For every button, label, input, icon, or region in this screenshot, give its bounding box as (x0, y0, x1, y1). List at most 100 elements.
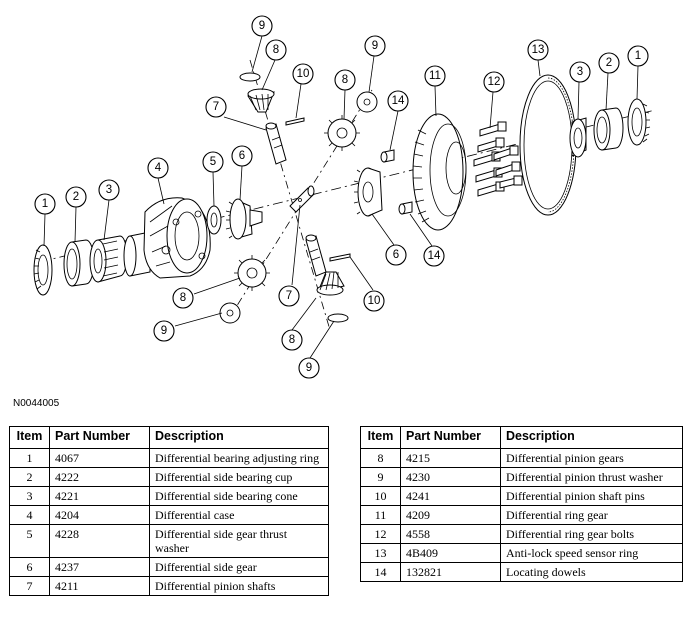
pinion-gear-left (234, 255, 270, 291)
callout-10-bottom: 10 (363, 290, 385, 312)
table-header-row: Item Part Number Description (360, 426, 683, 449)
locating-dowel-bottom (398, 201, 413, 215)
item-cell: 9 (360, 467, 401, 487)
svg-text:14: 14 (392, 95, 405, 107)
svg-text:8: 8 (273, 44, 279, 56)
item-cell: 12 (360, 524, 401, 544)
callout-9-top: 9 (251, 15, 273, 37)
bearing-cup-left (63, 239, 95, 287)
callout-9-left: 9 (153, 320, 175, 342)
part-number-cell: 4209 (400, 505, 501, 525)
table-header-row: Item Part Number Description (9, 426, 329, 449)
svg-text:3: 3 (577, 66, 583, 78)
description-cell: Differential side bearing cup (149, 467, 329, 487)
side-gear-left (225, 198, 263, 240)
callout-9-right: 9 (364, 35, 386, 57)
item-cell: 14 (360, 562, 401, 582)
item-cell: 5 (9, 524, 50, 558)
callout-8-bottom: 8 (281, 329, 303, 351)
description-cell: Differential side gear thrust washer (149, 524, 329, 558)
description-cell: Differential ring gear (500, 505, 683, 525)
svg-text:10: 10 (368, 295, 381, 307)
callout-2-right: 2 (598, 52, 620, 74)
speed-sensor-ring (519, 74, 577, 216)
svg-text:6: 6 (393, 249, 399, 261)
svg-text:8: 8 (342, 74, 348, 86)
svg-text:9: 9 (259, 20, 265, 32)
svg-text:9: 9 (372, 40, 378, 52)
svg-text:12: 12 (488, 76, 501, 88)
description-cell: Differential bearing adjusting ring (149, 448, 329, 468)
pinion-washer-right (356, 91, 378, 113)
part-number-cell: 132821 (400, 562, 501, 582)
item-cell: 10 (360, 486, 401, 506)
item-cell: 13 (360, 543, 401, 563)
svg-text:6: 6 (239, 150, 245, 162)
svg-text:2: 2 (606, 57, 612, 69)
svg-text:8: 8 (289, 334, 295, 346)
svg-text:4: 4 (155, 162, 162, 174)
part-number-cell: 4067 (49, 448, 150, 468)
svg-text:8: 8 (180, 292, 186, 304)
pinion-shaft-bottom (305, 234, 327, 277)
adjusting-ring-left (33, 244, 53, 296)
callout-5: 5 (202, 151, 224, 173)
pinion-washer-left (219, 302, 241, 324)
part-number-cell: 4221 (49, 486, 150, 506)
item-cell: 1 (9, 448, 50, 468)
ring-gear-bolts (473, 121, 523, 197)
ring-gear (412, 113, 467, 231)
header-item: Item (360, 426, 401, 449)
part-number-cell: 4228 (49, 524, 150, 558)
description-cell: Anti-lock speed sensor ring (500, 543, 683, 563)
pinion-washer-top (239, 72, 261, 82)
bearing-cone-left (89, 235, 128, 283)
part-number-cell: 4241 (400, 486, 501, 506)
description-cell: Differential case (149, 505, 329, 525)
svg-text:7: 7 (213, 101, 219, 113)
callout-13: 13 (527, 39, 549, 61)
pinion-gear-right (324, 115, 360, 151)
item-cell: 2 (9, 467, 50, 487)
differential-case (123, 197, 211, 279)
shaft-pin-top (285, 117, 305, 126)
callout-3-left: 3 (98, 179, 120, 201)
locating-dowel-top (380, 149, 395, 163)
callout-8-right: 8 (334, 69, 356, 91)
callout-11: 11 (424, 65, 446, 87)
part-number-cell: 4237 (49, 557, 150, 577)
callout-6-right: 6 (385, 244, 407, 266)
callout-14-top: 14 (387, 90, 409, 112)
header-part-number: Part Number (400, 426, 501, 449)
item-cell: 7 (9, 576, 50, 596)
svg-text:10: 10 (297, 68, 310, 80)
callout-10-top: 10 (292, 63, 314, 85)
svg-text:14: 14 (428, 250, 441, 262)
description-cell: Locating dowels (500, 562, 683, 582)
svg-text:1: 1 (635, 50, 641, 62)
description-cell: Differential pinion shafts (149, 576, 329, 596)
item-cell: 6 (9, 557, 50, 577)
callout-3-right: 3 (569, 61, 591, 83)
pinion-shaft-top (265, 122, 287, 165)
svg-text:13: 13 (532, 44, 545, 56)
svg-text:9: 9 (161, 325, 167, 337)
pinion-gear-bottom (316, 271, 345, 296)
side-gear-right (353, 167, 383, 217)
svg-text:9: 9 (306, 362, 312, 374)
